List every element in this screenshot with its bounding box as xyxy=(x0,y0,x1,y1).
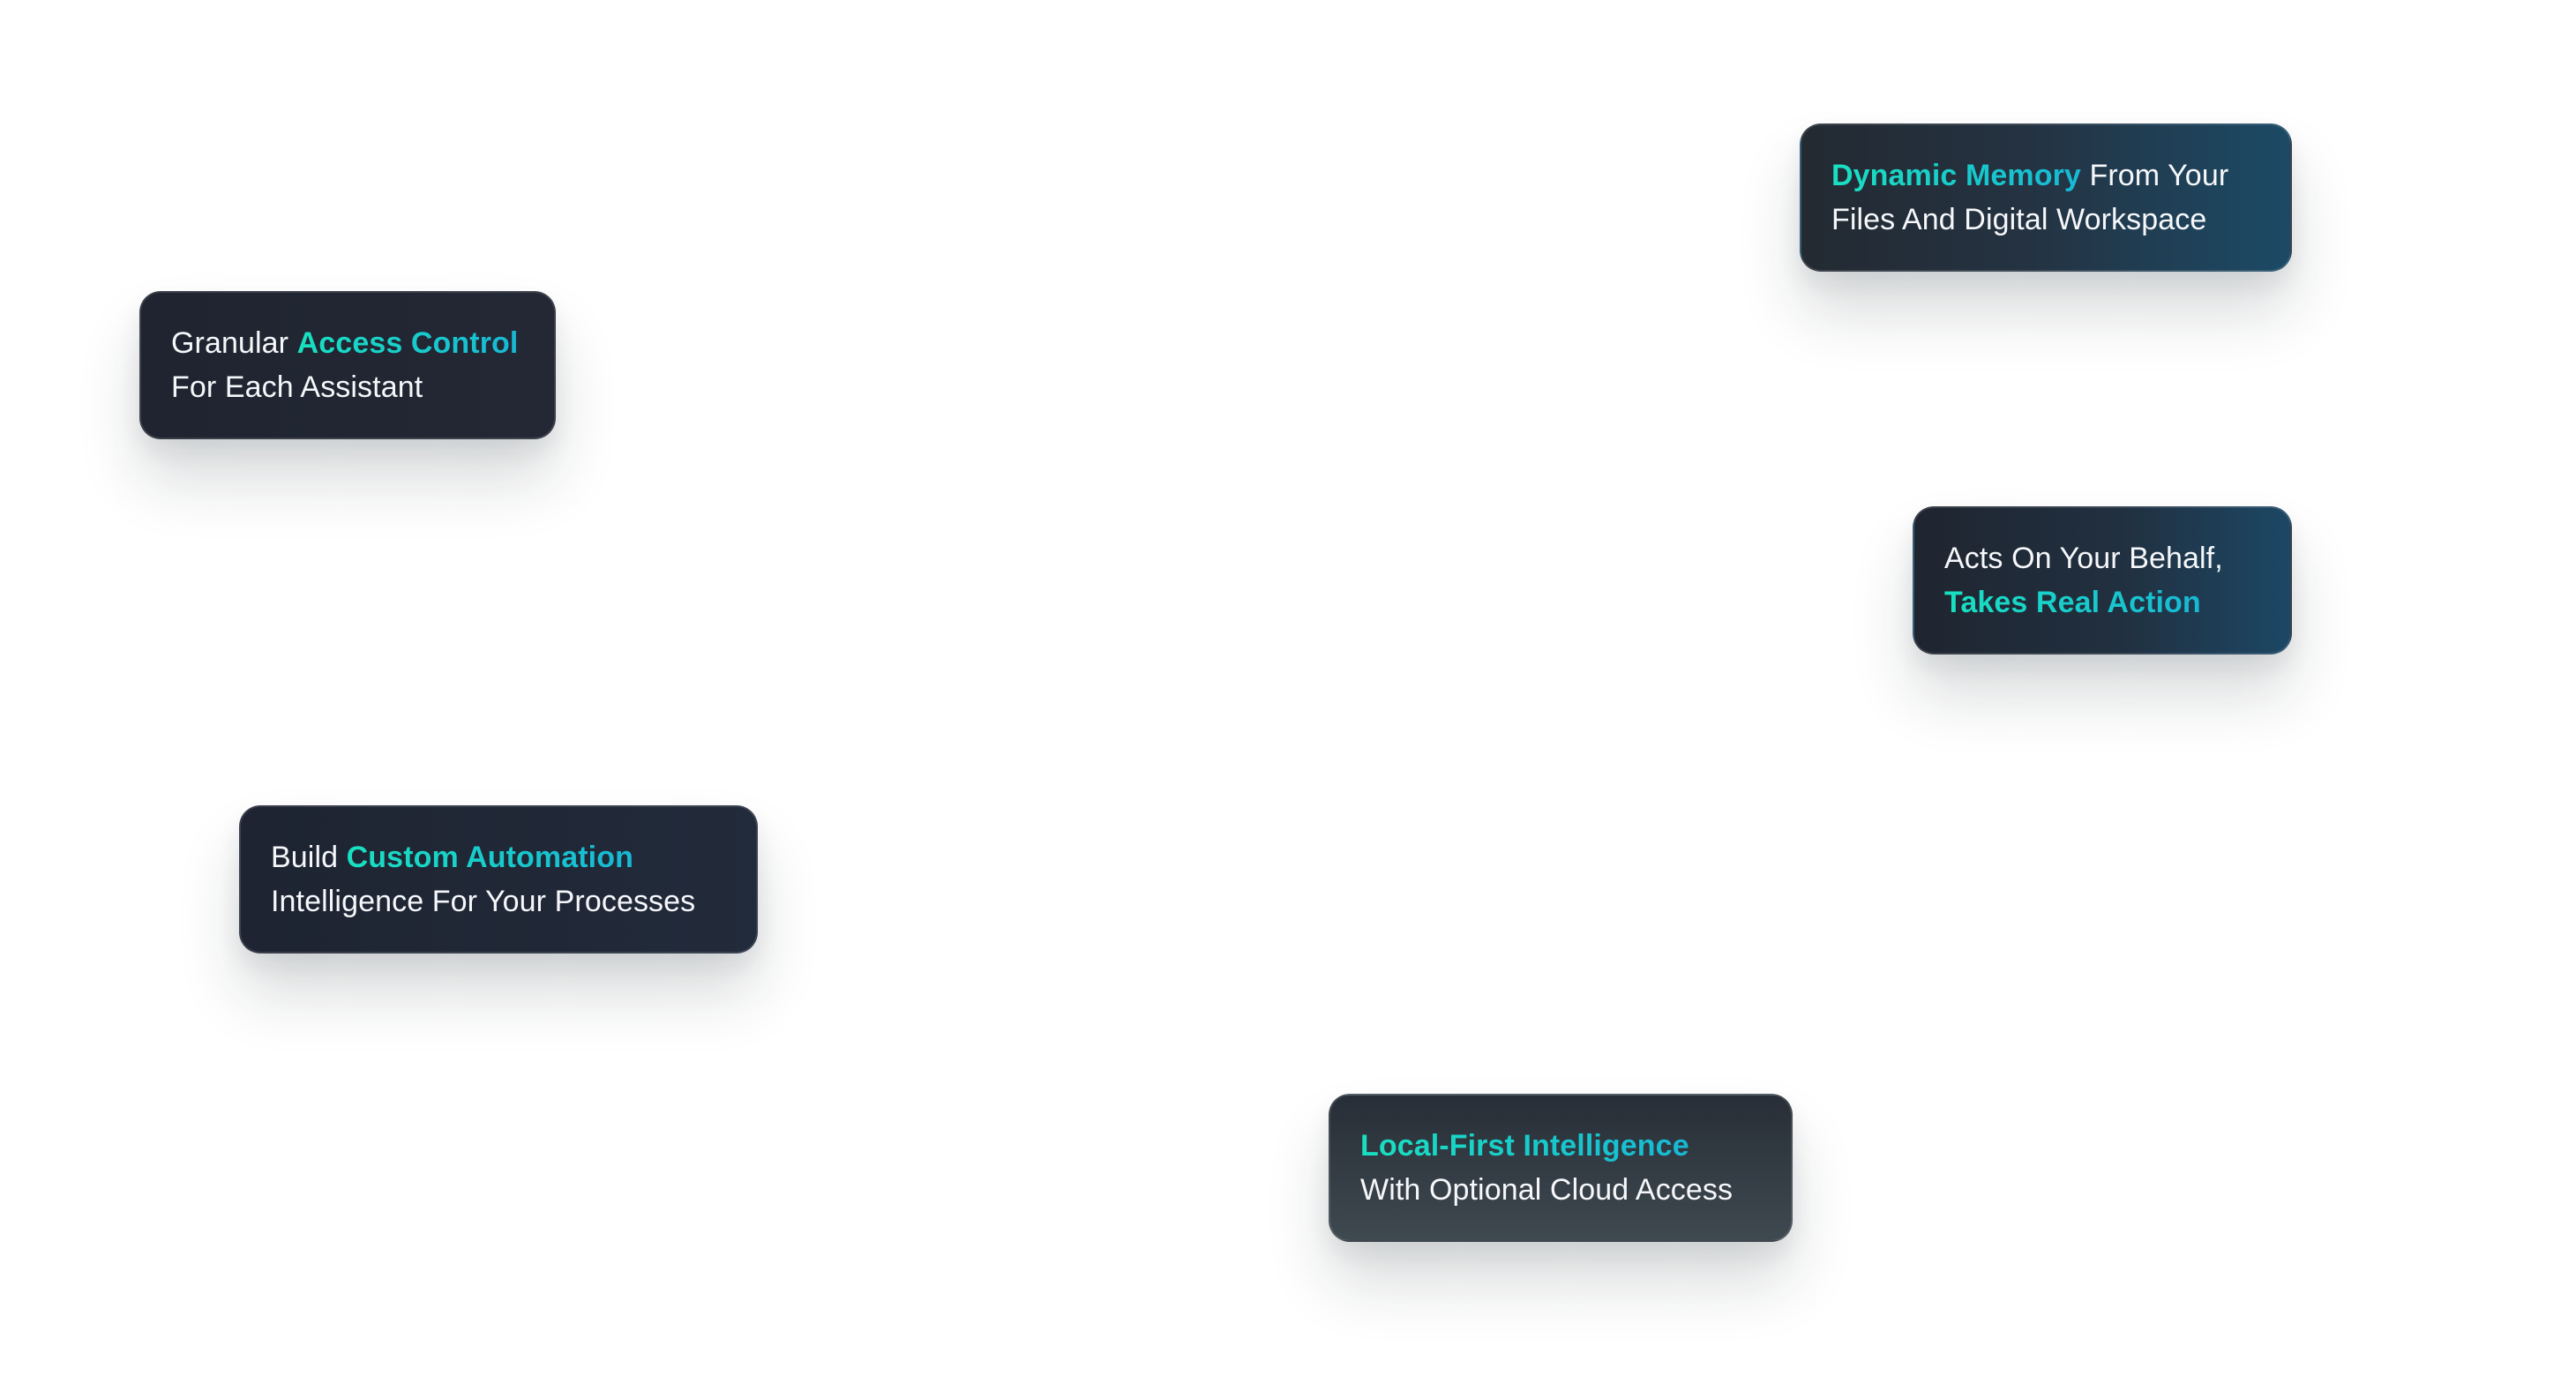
feature-card-local-first: Local-First Intelligence With Optional C… xyxy=(1329,1094,1793,1242)
feature-card-highlight: Local-First Intelligence xyxy=(1360,1129,1689,1163)
feature-card-access-control: Granular Access Control For Each Assista… xyxy=(139,291,556,439)
feature-card-line-1: Local-First Intelligence xyxy=(1360,1124,1761,1168)
feature-card-custom-automation: Build Custom Automation Intelligence For… xyxy=(239,805,758,953)
feature-card-highlight: Access Control xyxy=(296,326,519,360)
feature-card-text: Build xyxy=(271,841,347,874)
feature-card-line-2: With Optional Cloud Access xyxy=(1360,1173,1734,1207)
feature-card-line-1: Acts On Your Behalf, xyxy=(1944,542,2223,575)
feature-card-line-1: Build Custom Automation xyxy=(271,835,726,879)
feature-card-dynamic-memory: Dynamic Memory From Your Files And Digit… xyxy=(1800,123,2292,272)
feature-card-highlight: Dynamic Memory xyxy=(1831,159,2081,192)
feature-card-line-2: Intelligence For Your Processes xyxy=(271,885,696,918)
feature-card-line-2: Takes Real Action xyxy=(1944,580,2260,624)
feature-card-text: Granular xyxy=(171,326,297,360)
feature-card-highlight: Takes Real Action xyxy=(1944,586,2201,619)
feature-card-line-2: Files And Digital Workspace xyxy=(1831,203,2207,236)
feature-card-line-2: For Each Assistant xyxy=(171,370,423,404)
feature-card-acts-on-behalf: Acts On Your Behalf, Takes Real Action xyxy=(1913,506,2292,654)
feature-card-highlight: Custom Automation xyxy=(346,841,633,874)
feature-card-text: From Your xyxy=(2080,159,2229,192)
feature-card-line-1: Granular Access Control xyxy=(171,321,524,365)
feature-card-line-1: Dynamic Memory From Your xyxy=(1831,153,2260,198)
